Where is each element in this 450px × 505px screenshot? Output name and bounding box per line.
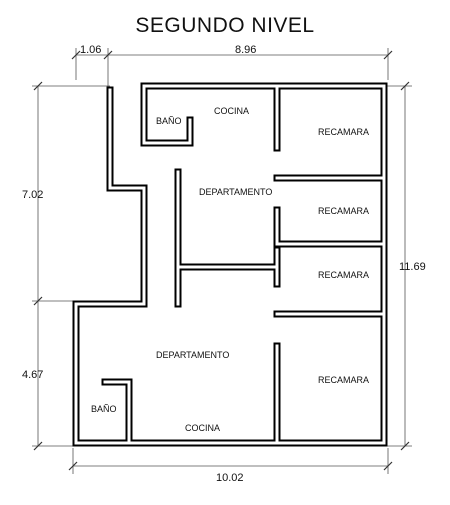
dimension-lines xyxy=(32,48,412,474)
room-label-recamara-1: RECAMARA xyxy=(318,127,369,137)
walls xyxy=(72,82,388,447)
room-label-bano-bottom: BAÑO xyxy=(91,404,117,414)
dimension-label-right: 11.69 xyxy=(399,261,426,273)
dimension-label-left-upper: 7.02 xyxy=(22,189,43,201)
room-label-recamara-4: RECAMARA xyxy=(318,375,369,385)
plan-title: SEGUNDO NIVEL xyxy=(135,14,315,37)
room-label-cocina-bottom: COCINA xyxy=(185,423,220,433)
room-label-recamara-3: RECAMARA xyxy=(318,270,369,280)
dimension-label-left-lower: 4.67 xyxy=(22,369,43,381)
room-label-cocina-top: COCINA xyxy=(214,106,249,116)
dimension-label-top-right: 8.96 xyxy=(235,44,256,56)
room-label-bano-top: BAÑO xyxy=(156,116,182,126)
dimension-label-bottom: 10.02 xyxy=(216,472,244,484)
room-label-departamento-bottom: DEPARTAMENTO xyxy=(156,350,229,360)
dimension-label-top-left: 1.06 xyxy=(80,44,101,56)
room-label-departamento-top: DEPARTAMENTO xyxy=(199,187,272,197)
room-label-recamara-2: RECAMARA xyxy=(318,206,369,216)
